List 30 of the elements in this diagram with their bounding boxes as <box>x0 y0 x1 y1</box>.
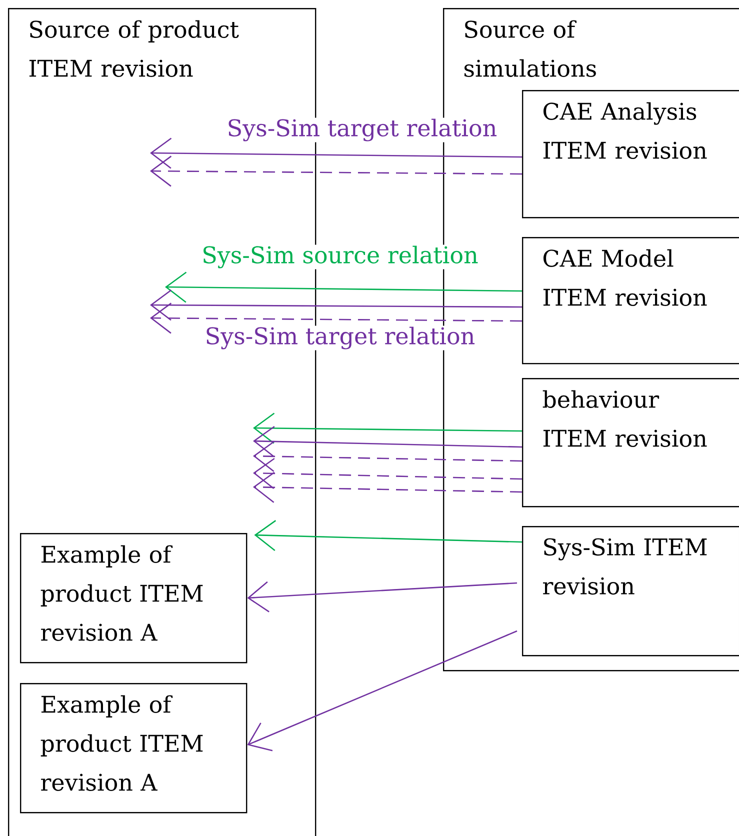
arrow <box>253 412 522 444</box>
arrow <box>254 520 522 552</box>
arrow <box>253 458 522 489</box>
item-box <box>20 533 248 664</box>
arrow <box>150 290 522 321</box>
edge-label: Sys-Sim source relation <box>204 246 478 268</box>
arrow <box>150 156 522 187</box>
arrow <box>165 272 522 303</box>
arrow <box>247 630 518 752</box>
node-label: Example of product ITEM revision A <box>40 695 203 791</box>
edge-label: Sys-Sim target relation <box>206 326 475 350</box>
arrow <box>253 472 522 503</box>
node-label: Source of simulations <box>464 20 596 78</box>
node-label: CAE Model ITEM revision <box>543 249 707 306</box>
item-box <box>20 683 248 814</box>
arrow <box>253 440 522 472</box>
item-box <box>522 237 739 364</box>
arrow <box>253 426 522 457</box>
edge-label: Sys-Sim target relation <box>228 118 497 142</box>
item-box <box>522 90 739 218</box>
arrow <box>150 302 522 334</box>
node-label: CAE Analysis ITEM revision <box>543 102 707 159</box>
item-box <box>522 526 739 656</box>
node-label: Source of product ITEM revision <box>29 20 239 78</box>
node-label: Sys-Sim ITEM revision <box>543 538 707 595</box>
node-label: Example of product ITEM revision A <box>40 545 203 641</box>
item-box <box>522 378 739 508</box>
node-label: behaviour ITEM revision <box>542 390 707 447</box>
arrow <box>247 581 518 612</box>
arrow <box>150 138 522 169</box>
